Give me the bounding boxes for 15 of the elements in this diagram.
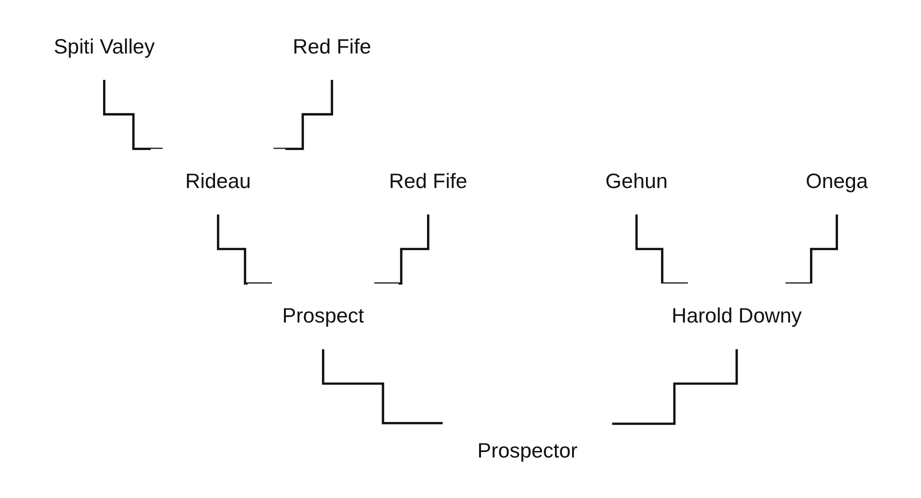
connector [635,213,688,285]
node-text: Spiti Valley [53,34,154,58]
connector [102,78,162,150]
node-text: Gehun [605,170,668,193]
connector [374,213,429,285]
connector [612,348,738,425]
connector [785,213,838,285]
connector [216,213,272,285]
node-text: Prospector [477,438,578,462]
connector [273,78,333,150]
node-text: Red Fife [388,170,467,193]
connector [322,348,442,424]
pedigree-diagram: Spiti Valley Red Fife Rideau Red Fife Gehun Onega Prospect Harold Downy Prospector [10,5,912,493]
node-text: Onega [805,170,868,193]
node-text: Red Fife [292,34,371,58]
